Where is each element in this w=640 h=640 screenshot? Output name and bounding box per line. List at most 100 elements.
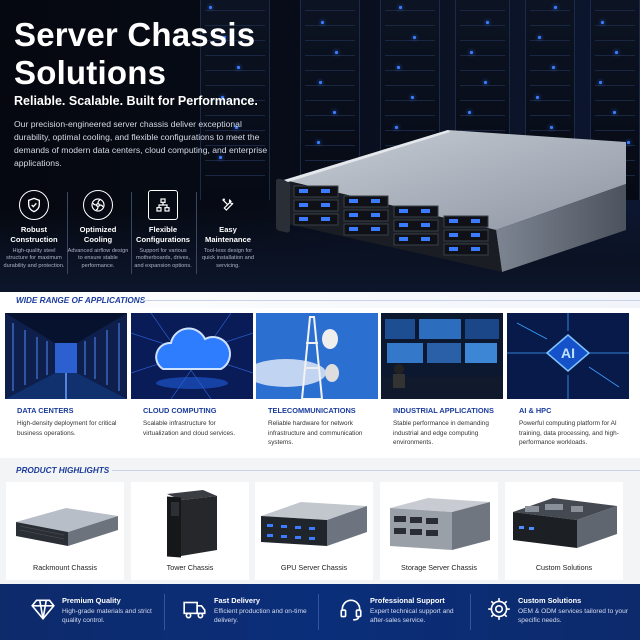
network-icon [148, 190, 178, 220]
footer-item-professional-support: Professional Support Expert technical su… [338, 590, 478, 634]
feature-title: Easy Maintenance [205, 225, 251, 244]
rack-led [538, 36, 541, 39]
drive-bay-light [299, 189, 308, 193]
feature-divider [196, 192, 197, 274]
footer-item-custom-solutions: Custom Solutions OEM & ODM services tail… [486, 590, 636, 634]
application-description: Scalable infrastructure for virtualizati… [143, 420, 235, 437]
footer-divider [164, 594, 165, 630]
product-card-rackmount[interactable]: Rackmount Chassis [6, 482, 124, 580]
feature-title: Flexible Configurations [136, 225, 190, 244]
drive-bay-light [349, 213, 358, 217]
rack-led [237, 66, 240, 69]
rack-led [615, 51, 618, 54]
drive-bay-light [349, 227, 358, 231]
drive-bay-light [449, 247, 458, 251]
rack-slot-line [385, 130, 435, 131]
drive-bay [293, 213, 339, 226]
rack-led [219, 156, 222, 159]
hero-section: Server Chassis Solutions Reliable. Scala… [0, 0, 640, 298]
rack-slot-line [460, 10, 505, 11]
drive-bay [393, 233, 439, 246]
rack-led [235, 126, 238, 129]
footer-band [0, 584, 640, 640]
footer-divider [470, 594, 471, 630]
product-card-tower[interactable]: Tower Chassis [131, 482, 249, 580]
truck-icon [183, 601, 206, 619]
feature-easy-maintenance: Easy Maintenance Tool-less design for qu… [197, 190, 259, 270]
application-description: Stable performance in demanding industri… [393, 420, 489, 446]
rackmount-chassis-image [16, 508, 118, 546]
application-title: INDUSTRIAL APPLICATIONS [393, 406, 494, 415]
telecom-tower-image [256, 313, 378, 399]
rack-led [335, 51, 338, 54]
rack-slot-line [460, 130, 505, 131]
footer-item-title: Custom Solutions [518, 596, 582, 605]
ai-chip-label: AI [561, 345, 575, 361]
rack-slot-line [205, 70, 265, 71]
custom-solutions-chassis-image [513, 498, 617, 548]
rack-led [601, 21, 604, 24]
product-card-gpu-server[interactable]: GPU Server Chassis [255, 482, 373, 580]
drive-bay-light [321, 189, 330, 193]
rack-slot-line [205, 25, 265, 26]
rack-slot-line [385, 25, 435, 26]
feature-optimized-cooling: Optimized Cooling Advanced airflow desig… [67, 190, 129, 270]
rack-slot-line [530, 70, 570, 71]
drive-bay [393, 205, 439, 218]
rack-slot-line [305, 25, 355, 26]
rack-slot-line [305, 145, 355, 146]
application-cloud-computing: CLOUD COMPUTING Scalable infrastructure … [131, 313, 253, 458]
heading-rule [140, 300, 640, 301]
product-label: Custom Solutions [535, 563, 593, 572]
rack-led [397, 66, 400, 69]
rack-led [319, 81, 322, 84]
rack-slot-line [530, 55, 570, 56]
rack-slot-line [530, 115, 570, 116]
footer-item-description: High-grade materials and strict quality … [62, 608, 152, 624]
rack-led [627, 141, 630, 144]
rack-slot-line [460, 115, 505, 116]
drive-bay-light [449, 219, 458, 223]
rack-slot-line [305, 40, 355, 41]
product-card-custom-solutions[interactable]: Custom Solutions [505, 482, 623, 580]
rack-slot-line [305, 160, 355, 161]
application-ai-hpc: AI AI & HPC Powerful computing platform … [507, 313, 629, 458]
rack-slot-line [595, 115, 635, 116]
rack-led [468, 111, 471, 114]
rack-slot-line [460, 70, 505, 71]
drive-bay [343, 209, 389, 222]
storage-server-chassis-image [390, 498, 490, 550]
rack-slot-line [595, 10, 635, 11]
rack-led [552, 66, 555, 69]
feature-description: Advanced airflow design to ensure stable… [67, 248, 129, 269]
product-label: GPU Server Chassis [280, 563, 348, 572]
footer-item-fast-delivery: Fast Delivery Efficient production and o… [182, 590, 322, 634]
rack-slot-line [205, 40, 265, 41]
feature-divider [67, 192, 68, 274]
feature-robust-construction: Robust Construction High-quality steel s… [3, 190, 65, 270]
product-card-storage-server[interactable]: Storage Server Chassis [380, 482, 498, 580]
rack-slot-line [205, 100, 265, 101]
hero-tagline: Reliable. Scalable. Built for Performanc… [14, 94, 258, 108]
product-label: Storage Server Chassis [401, 563, 477, 572]
application-data-centers: DATA CENTERS High-density deployment for… [5, 313, 127, 458]
footer-item-title: Fast Delivery [214, 596, 261, 605]
rack-slot-line [205, 175, 265, 176]
footer-divider [318, 594, 319, 630]
feature-flexible-configurations: Flexible Configurations Support for vari… [132, 190, 194, 270]
feature-description: High-quality steel structure for maximum… [3, 248, 65, 269]
drive-bay-light [321, 217, 330, 221]
gpu-server-chassis-image [261, 502, 367, 546]
rack-slot-line [595, 25, 635, 26]
drive-bay-light [371, 199, 380, 203]
rack-led [333, 111, 336, 114]
drive-bay [443, 243, 489, 256]
rack-slot-line [530, 85, 570, 86]
hero-description: Our precision-engineered server chassis … [14, 119, 268, 168]
feature-description: Support for various motherboards, drives… [134, 248, 192, 269]
rack-slot-line [385, 115, 435, 116]
drive-bay-light [321, 203, 330, 207]
drive-bay-light [421, 223, 430, 227]
rack-slot-line [460, 25, 505, 26]
drive-bay-light [349, 199, 358, 203]
